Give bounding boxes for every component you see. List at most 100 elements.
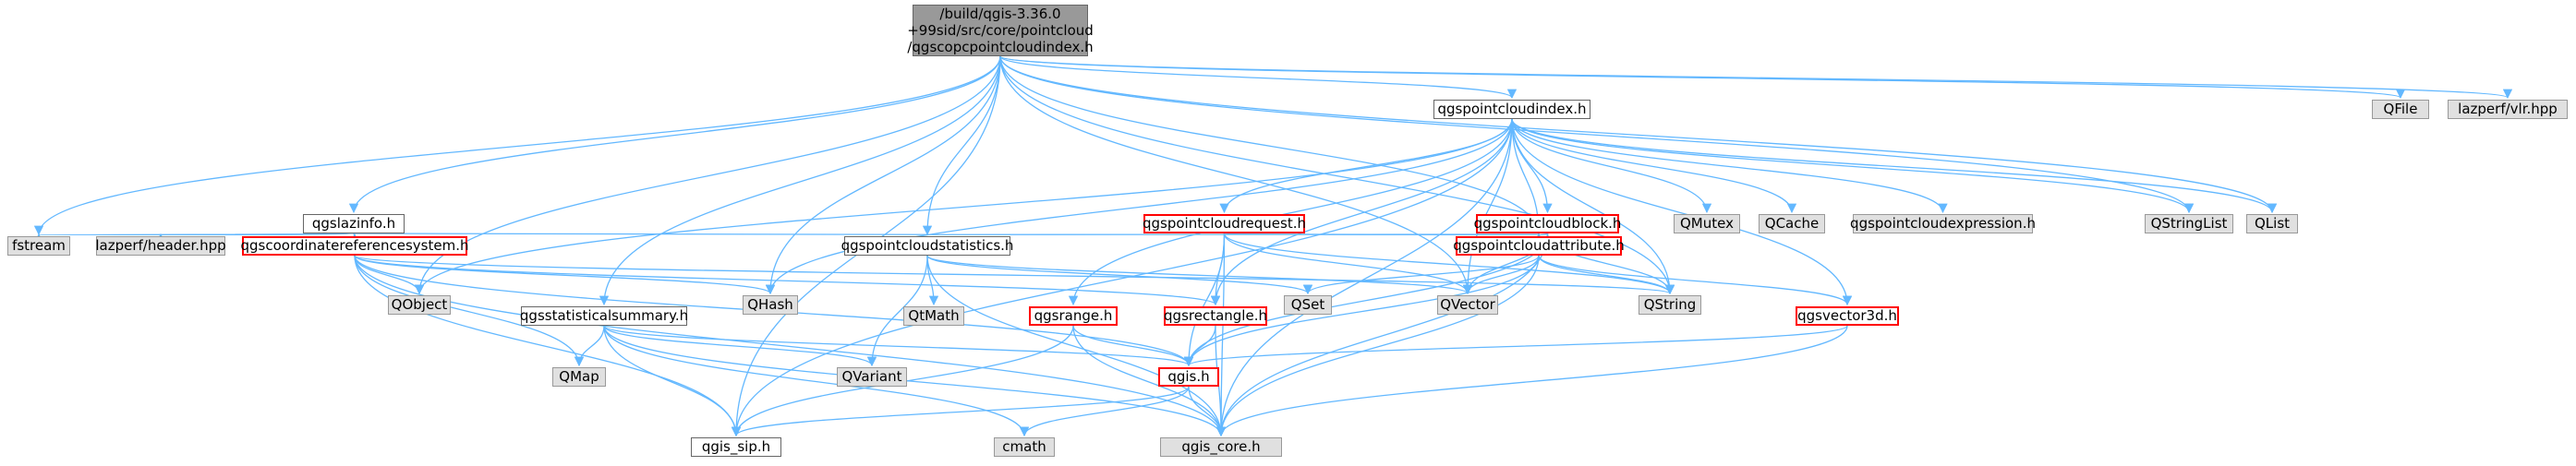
- edge-root-to-qstring: [999, 55, 1675, 295]
- node-qgis-sip[interactable]: qgis_sip.h: [691, 437, 781, 457]
- edge-qgscoordinatereferencesystem-to-qgsrectangle: [354, 255, 1220, 306]
- edge-qgspointcloudindex-to-qobject: [414, 118, 1513, 295]
- edge-root-to-qlist: [999, 55, 2278, 214]
- edge-qgspointcloudrequest-to-qgis: [1183, 233, 1226, 367]
- edge-qgis-to-cmath: [1019, 386, 1190, 437]
- edge-root-to-qobject: [414, 55, 1001, 295]
- node-qobject[interactable]: QObject: [388, 295, 451, 315]
- node-qgsrectangle[interactable]: qgsrectangle.h: [1164, 306, 1267, 326]
- edge-qgspointcloudattribute-to-qstring: [1538, 255, 1675, 295]
- edge-qgsrange-to-qgis: [1072, 325, 1194, 367]
- edge-qgspointcloudindex-to-qvector: [1462, 118, 1513, 295]
- node-qgslazinfo[interactable]: qgslazinfo.h: [303, 214, 405, 233]
- edge-qgspointcloudindex-to-qhash: [765, 118, 1513, 295]
- edge-qgscoordinatereferencesystem-to-qobject: [354, 255, 425, 295]
- node-qstringlist[interactable]: QStringList: [2145, 214, 2233, 233]
- edge-qgscoordinatereferencesystem-to-qgis-core: [354, 255, 1227, 437]
- edge-qgspointcloudattribute-to-qgis: [1183, 255, 1540, 367]
- node-qgscoordinatereferencesystem[interactable]: qgscoordinatereferencesystem.h: [240, 236, 469, 256]
- node-lazperf-header[interactable]: lazperf/header.hpp: [95, 236, 226, 256]
- node-qcache[interactable]: QCache: [1759, 214, 1825, 233]
- node-qgspointcloudblock[interactable]: qgspointcloudblock.h: [1473, 214, 1622, 233]
- edge-root-to-qgspointcloudattribute: [999, 55, 1544, 236]
- edge-qgspointcloudindex-to-qgsrange: [1068, 118, 1513, 306]
- edge-qgspointcloudindex-to-qgspointcloudblock: [1511, 118, 1553, 214]
- edge-qgspointcloudblock-to-qgis-core: [1215, 233, 1549, 437]
- edge-root-to-qgsstatisticalsummary: [599, 55, 1001, 306]
- node-qset[interactable]: QSet: [1284, 295, 1332, 315]
- edge-qgspointcloudindex-to-qstringlist: [1511, 118, 2195, 214]
- edge-root-to-qgspointcloudindex: [999, 55, 1517, 100]
- edge-qgsstatisticalsummary-to-qmap: [574, 325, 605, 367]
- edge-qgis-to-qgis-sip: [731, 386, 1190, 437]
- edge-qgsstatisticalsummary-to-qvariant: [603, 325, 877, 367]
- edge-qgsvector3d-to-qgis-core: [1215, 325, 1848, 437]
- node-qtmath[interactable]: QtMath: [903, 306, 964, 326]
- edge-qgsrange-to-qgis-core: [1072, 325, 1227, 437]
- edge-qgspointcloudblock-to-qgspointcloudattribute: [1533, 233, 1549, 244]
- edge-root-to-qvector: [999, 55, 1473, 295]
- node-qgsstatisticalsummary[interactable]: qgsstatisticalsummary.h: [519, 306, 689, 326]
- edge-qgis-to-qgis-core: [1188, 386, 1227, 437]
- node-qgis[interactable]: qgis.h: [1158, 367, 1219, 387]
- node-qgspointcloudattribute[interactable]: qgspointcloudattribute.h: [1453, 236, 1625, 256]
- edge-qgspointcloudstatistics-to-qset: [926, 255, 1313, 295]
- node-cmath[interactable]: cmath: [994, 437, 1055, 457]
- edge-qgsstatisticalsummary-to-qgis: [603, 325, 1193, 367]
- edge-qgspointcloudattribute-to-qset: [1302, 255, 1540, 295]
- edge-qgspointcloudindex-to-qgis-core: [1215, 118, 1513, 437]
- node-qgsrange[interactable]: qgsrange.h: [1029, 306, 1118, 326]
- edge-qgsstatisticalsummary-to-cmath: [603, 325, 1030, 437]
- node-qlist[interactable]: QList: [2246, 214, 2298, 233]
- edge-qgspointcloudattribute-to-qgsvector3d: [1538, 255, 1853, 306]
- node-qgspointcloudindex[interactable]: qgspointcloudindex.h: [1433, 100, 1590, 119]
- edge-qgspointcloudattribute-to-qvector: [1462, 255, 1540, 295]
- edge-qgspointcloudindex-to-qgis-sip: [731, 118, 1513, 437]
- node-qfile[interactable]: QFile: [2372, 100, 2429, 119]
- edge-root-to-qgspointcloudstatistics: [922, 55, 1001, 236]
- edge-qgspointcloudstatistics-to-qvariant: [866, 255, 928, 367]
- edge-qgslazinfo-to-lazperf-header: [159, 233, 355, 245]
- edge-qgspointcloudindex-to-qcache: [1511, 118, 1797, 214]
- root-line1: /build/qgis-3.36.0: [939, 6, 1061, 22]
- edge-qgscoordinatereferencesystem-to-qstring: [354, 255, 1675, 295]
- edge-root-to-fstream: [33, 55, 1001, 236]
- root-line2: +99sid/src/core/pointcloud: [907, 22, 1094, 39]
- node-qvariant[interactable]: QVariant: [837, 367, 907, 387]
- edge-qgsvector3d-to-qgis: [1184, 325, 1848, 367]
- node-qmutex[interactable]: QMutex: [1674, 214, 1740, 233]
- edge-qgspointcloudindex-to-qgsvector3d: [1511, 118, 1853, 306]
- edge-qgspointcloudindex-to-qgspointcloudexpression: [1511, 118, 1948, 214]
- edge-qgspointcloudattribute-to-qgis-core: [1215, 255, 1540, 437]
- edge-qgspointcloudindex-to-qmutex: [1511, 118, 1712, 214]
- edge-qgscoordinatereferencesystem-to-qhash: [354, 255, 775, 295]
- edge-qgspointcloudrequest-to-qgspointcloudattribute: [1223, 233, 1540, 245]
- edge-qgspointcloudrequest-to-qvector: [1223, 233, 1473, 295]
- node-qstring[interactable]: QString: [1639, 295, 1701, 315]
- root-line3: /qgscopcpointcloudindex.h: [907, 39, 1094, 55]
- edge-qgspointcloudrequest-to-qstring: [1223, 233, 1675, 295]
- node-qhash[interactable]: QHash: [743, 295, 798, 315]
- edge-qgspointcloudstatistics-to-qgis-core: [926, 255, 1227, 437]
- edge-qgspointcloudindex-to-qlist: [1511, 118, 2278, 214]
- node-qgsvector3d[interactable]: qgsvector3d.h: [1796, 306, 1899, 326]
- node-lazperf-vlr[interactable]: lazperf/vlr.hpp: [2448, 100, 2568, 119]
- edge-qgspointcloudindex-to-qgspointcloudrequest: [1219, 118, 1513, 214]
- edge-qgscoordinatereferencesystem-to-qgis-sip: [354, 255, 742, 437]
- node-root[interactable]: /build/qgis-3.36.0 +99sid/src/core/point…: [907, 5, 1094, 56]
- node-qgspointcloudexpression[interactable]: qgspointcloudexpression.h: [1850, 214, 2036, 233]
- node-fstream[interactable]: fstream: [7, 236, 70, 256]
- edge-qgspointcloudindex-to-qstring: [1511, 118, 1675, 295]
- edge-root-to-qgslazinfo: [348, 55, 1001, 214]
- node-qgis-core[interactable]: qgis_core.h: [1160, 437, 1282, 457]
- edge-root-to-lazperf-vlr: [999, 55, 2512, 100]
- edge-qgspointcloudstatistics-to-qvector: [926, 255, 1472, 295]
- node-qvector[interactable]: QVector: [1437, 295, 1498, 315]
- edge-qgspointcloudindex-to-qgsrectangle: [1210, 118, 1513, 306]
- node-qmap[interactable]: QMap: [552, 367, 606, 387]
- node-qgspointcloudrequest[interactable]: qgspointcloudrequest.h: [1142, 214, 1307, 233]
- edge-root-to-qhash: [765, 55, 1001, 295]
- edge-qgscoordinatereferencesystem-to-qmap: [354, 255, 585, 367]
- node-qgspointcloudstatistics[interactable]: qgspointcloudstatistics.h: [841, 236, 1014, 256]
